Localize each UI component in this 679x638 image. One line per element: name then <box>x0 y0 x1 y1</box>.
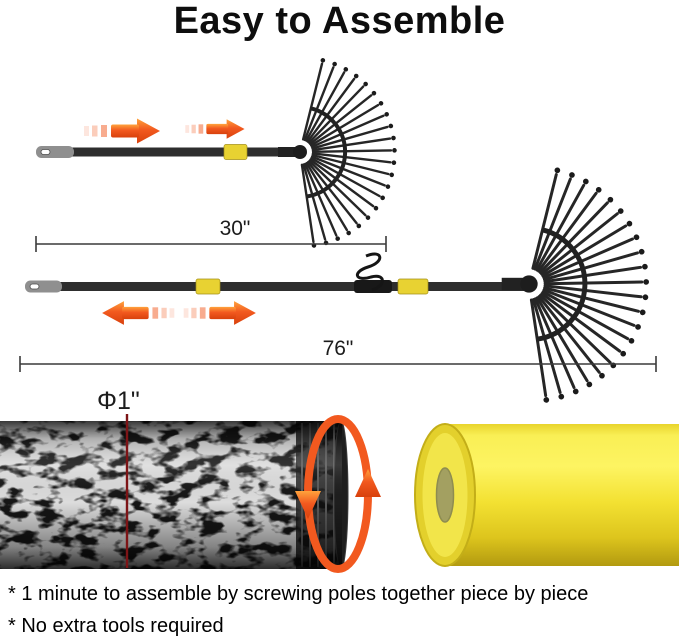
long-rake <box>25 167 649 403</box>
long-rake-end-cap <box>25 280 62 293</box>
long-rake-yellow-collar <box>195 278 221 295</box>
page-title: Easy to Assemble <box>173 0 506 42</box>
long-rake-length-label: 76" <box>322 337 354 360</box>
footnote-assembly-time: * 1 minute to assemble by screwing poles… <box>8 583 589 605</box>
long-rake-yellow-collar-2 <box>397 278 429 295</box>
assembly-arrow-right-icon <box>183 301 256 325</box>
long-rake-head <box>502 167 649 403</box>
assembly-arrow-right-icon <box>185 119 245 139</box>
hang-hole <box>40 149 51 155</box>
yellow-pole-closeup <box>414 423 679 567</box>
dimension-line-76 <box>19 356 657 372</box>
assembly-arrow-right-icon <box>84 118 160 144</box>
short-rake-assembly-arrows <box>84 118 245 144</box>
long-rake-handle <box>60 282 530 291</box>
assembly-arrow-left-icon <box>102 301 175 325</box>
pole-socket-hole <box>435 467 455 523</box>
footnotes: * 1 minute to assemble by screwing poles… <box>8 582 588 638</box>
pole-diameter-label: Φ1" <box>97 387 140 415</box>
short-rake-length-label: 30" <box>219 217 251 240</box>
short-rake-end-cap <box>36 146 74 158</box>
rotate-arrows-icon <box>295 415 381 573</box>
short-rake-yellow-collar <box>223 144 248 160</box>
dimension-line-30 <box>35 236 387 252</box>
short-rake <box>36 58 397 249</box>
screw-coil-icon <box>356 252 384 292</box>
long-rake-assembly-arrows <box>102 301 256 325</box>
short-rake-handle <box>70 147 302 157</box>
footnote-no-tools: * No extra tools required <box>8 615 224 637</box>
hang-hole <box>29 283 40 290</box>
black-pole-closeup <box>0 420 349 570</box>
